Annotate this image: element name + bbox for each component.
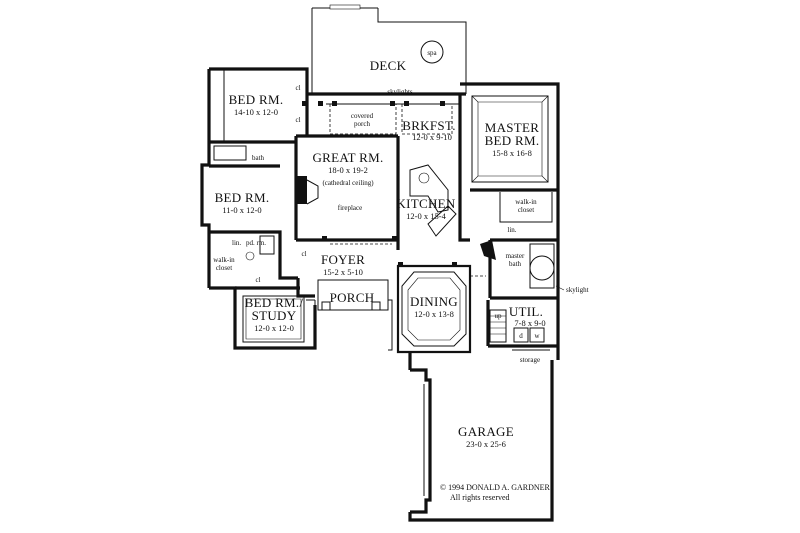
spa-label: spa xyxy=(427,49,437,57)
deck xyxy=(311,4,467,95)
label-pd-rm: pd. rm. xyxy=(246,239,266,247)
label-cl-study: cl xyxy=(255,276,260,284)
label-up: up xyxy=(495,312,503,320)
label-master-bath-1: master xyxy=(506,252,525,260)
master-walls xyxy=(460,82,560,360)
room-name-deck: DECK xyxy=(370,58,407,73)
room-name-kitchen: KITCHEN xyxy=(396,196,455,211)
room-name-porch: PORCH xyxy=(330,290,375,305)
room-name-dining: DINING xyxy=(410,294,458,309)
label-skylight: skylight xyxy=(566,286,589,294)
label-w: w xyxy=(534,332,540,340)
room-name-study-1: BED RM./ xyxy=(245,295,304,310)
label-walkin-right-2: closet xyxy=(518,206,534,214)
label-lin-right: lin. xyxy=(507,226,516,234)
room-dims-master: 15-8 x 16-8 xyxy=(492,148,532,158)
left-tub xyxy=(213,145,247,161)
room-name-great: GREAT RM. xyxy=(312,150,383,165)
room-dims-kitchen: 12-0 x 15-4 xyxy=(406,211,446,221)
room-dims-garage: 23-0 x 25-6 xyxy=(466,439,506,449)
room-dims-bed-1: 14-10 x 12-0 xyxy=(234,107,278,117)
label-fireplace: fireplace xyxy=(338,204,362,212)
label-porch-small: porch xyxy=(354,120,370,128)
room-dims-dining: 12-0 x 13-8 xyxy=(414,309,454,319)
label-covered: covered xyxy=(351,112,374,120)
label-cl-top: cl xyxy=(295,84,300,92)
room-name-brkfst: BRKFST. xyxy=(402,118,456,133)
label-d: d xyxy=(519,332,523,340)
room-dims-great: 18-0 x 19-2 xyxy=(328,165,368,175)
garage-walls xyxy=(408,352,554,522)
master-tub xyxy=(529,255,555,281)
room-dims-foyer: 15-2 x 5-10 xyxy=(323,267,363,277)
pd-rm-fixture xyxy=(259,235,275,255)
room-name-study-2: STUDY xyxy=(252,308,297,323)
room-name-bed-2: BED RM. xyxy=(215,190,270,205)
utility-walls xyxy=(486,300,558,351)
label-cl-mid: cl xyxy=(295,116,300,124)
room-name-garage: GARAGE xyxy=(458,424,514,439)
room-dims-brkfst: 12-0 x 9-10 xyxy=(412,132,452,142)
room-name-master-1: MASTER xyxy=(485,120,540,135)
label-skylights: skylights xyxy=(387,88,413,96)
room-name-foyer: FOYER xyxy=(321,252,365,267)
copyright-line-1: © 1994 DONALD A. GARDNER xyxy=(440,483,551,492)
room-dims-study: 12-0 x 12-0 xyxy=(254,323,294,333)
room-dims-util: 7-8 x 9-0 xyxy=(514,318,545,328)
spa-tub xyxy=(420,40,444,64)
label-cathedral: (cathedral ceiling) xyxy=(322,179,374,187)
room-name-bed-1: BED RM. xyxy=(229,92,284,107)
label-cl-foyer: cl xyxy=(301,250,306,258)
column-markers xyxy=(302,101,457,267)
label-lin-left: lin. xyxy=(232,239,241,247)
label-walkin-right-1: walk-in xyxy=(515,198,537,206)
label-master-bath-2: bath xyxy=(509,260,522,268)
skylight-leader xyxy=(555,285,565,291)
label-walkin-left-2: closet xyxy=(216,264,232,272)
label-walkin-left-1: walk-in xyxy=(213,256,235,264)
left-wing-walls xyxy=(200,67,317,350)
room-name-util: UTIL. xyxy=(509,304,543,319)
room-name-master-2: BED RM. xyxy=(485,133,540,148)
label-storage: storage xyxy=(520,356,540,364)
copyright-line-2: All rights reserved xyxy=(450,493,510,502)
room-dims-bed-2: 11-0 x 12-0 xyxy=(222,205,261,215)
label-bath: bath xyxy=(252,154,265,162)
foyer-porch-walls xyxy=(296,264,486,354)
center-walls xyxy=(294,92,470,250)
fireplace-icon xyxy=(297,176,307,204)
